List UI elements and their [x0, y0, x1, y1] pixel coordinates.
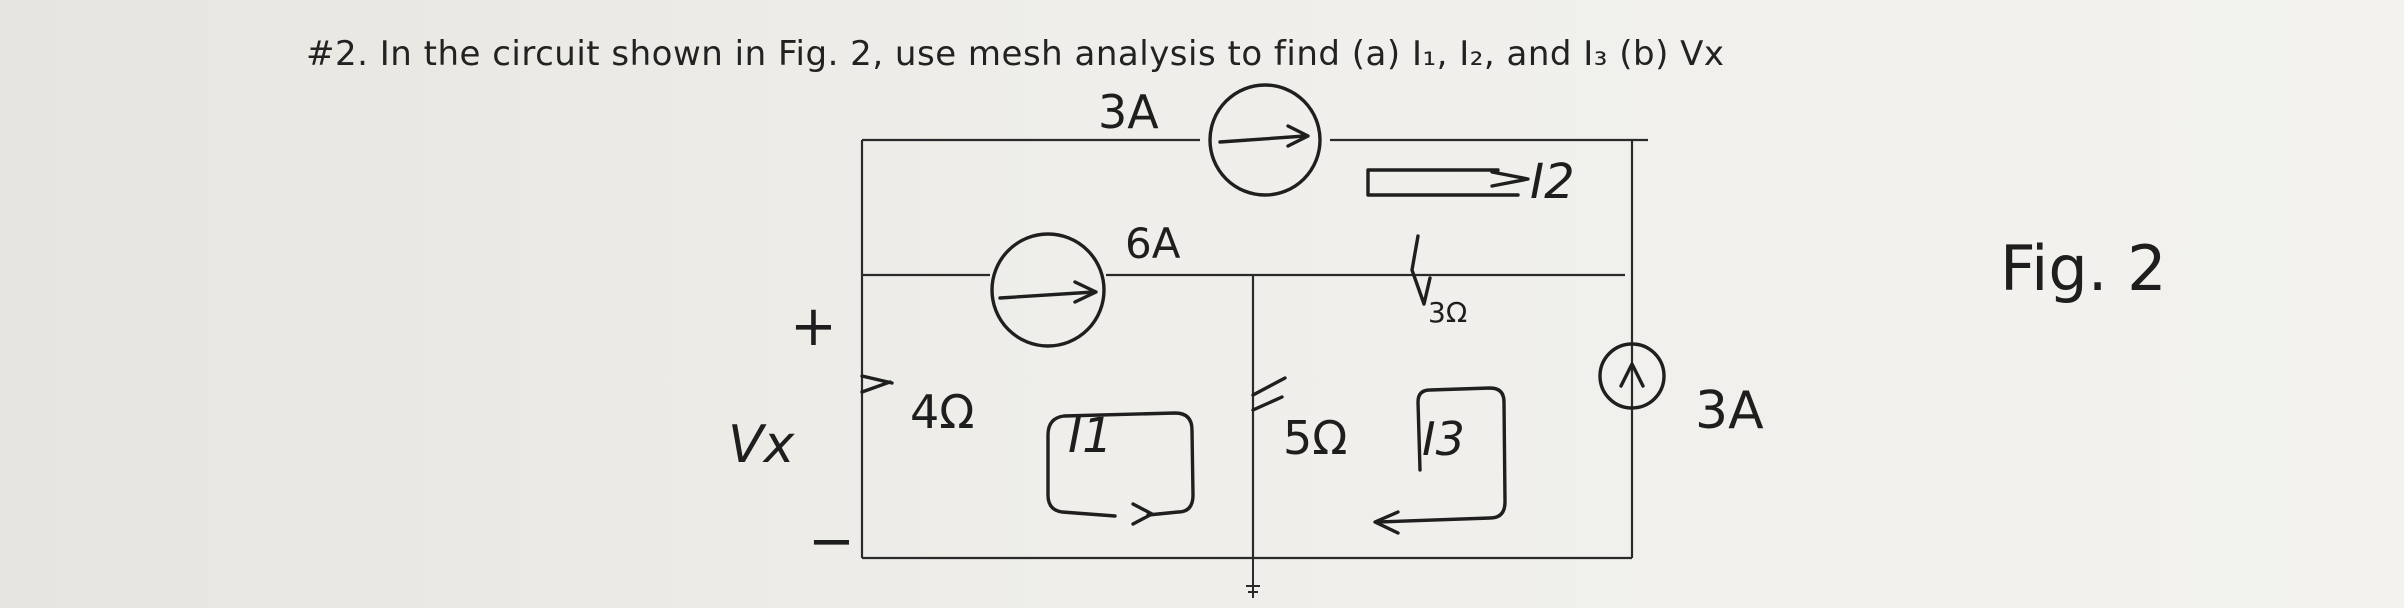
figure-caption: Fig. 2	[2000, 232, 2167, 305]
label-r-mid: 5Ω	[1283, 411, 1347, 465]
label-mesh-i2: I2	[1530, 154, 1575, 210]
resistor-5-ohm	[1251, 376, 1287, 412]
label-mesh-i3: I3	[1422, 412, 1465, 466]
mesh-i1-arrow	[1046, 411, 1195, 526]
label-source-right: 3A	[1695, 381, 1764, 441]
problem-text: #2. In the circuit shown in Fig. 2, use …	[306, 34, 1725, 74]
circuit-wires	[860, 138, 1648, 598]
label-r-left: 4Ω	[910, 385, 974, 439]
current-source-top-3a	[1208, 83, 1322, 197]
current-source-6a	[990, 232, 1106, 348]
resistor-4-ohm	[860, 374, 894, 394]
label-source-top: 3A	[1098, 85, 1159, 139]
label-vx: Vx	[728, 415, 796, 475]
label-minus: −	[808, 509, 855, 574]
mesh-i3-arrow	[1373, 386, 1507, 535]
label-mesh-i1: I1	[1068, 408, 1113, 464]
label-source-mid: 6A	[1125, 219, 1181, 268]
resistor-3-ohm	[1410, 234, 1432, 306]
label-plus: +	[790, 294, 837, 359]
mesh-i2-arrow	[1366, 168, 1530, 197]
current-source-right-3a	[1598, 342, 1666, 410]
label-r-top: 3Ω	[1428, 296, 1467, 329]
